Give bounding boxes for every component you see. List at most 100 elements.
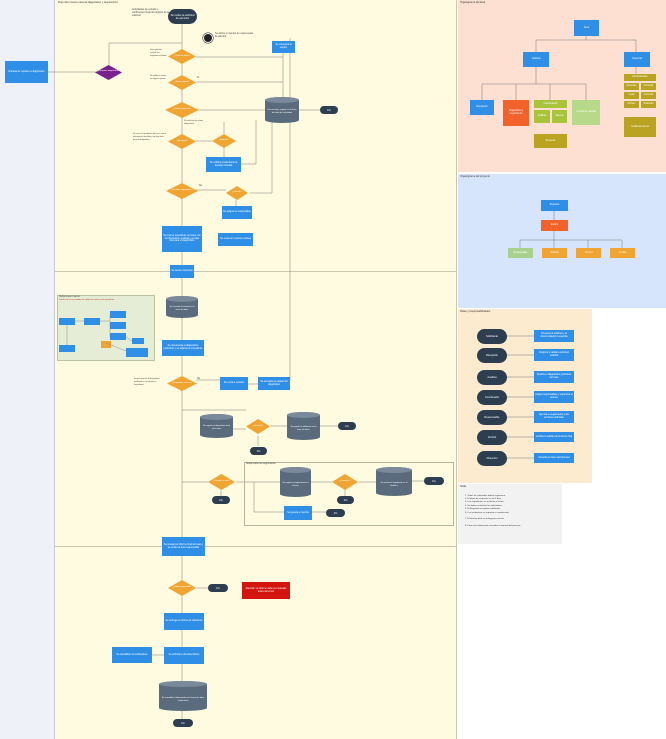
decision-9[interactable] bbox=[208, 474, 235, 490]
inset-box-8[interactable] bbox=[101, 341, 111, 348]
decision-11[interactable] bbox=[168, 580, 196, 596]
role-desc-6[interactable]: Aprueba el cierre del proceso bbox=[534, 453, 574, 463]
role-0[interactable]: Solicitante bbox=[477, 329, 507, 344]
org-n10[interactable]: Personal bbox=[641, 83, 656, 90]
inset-box-4[interactable] bbox=[110, 322, 126, 329]
org-n14[interactable]: Sistemas bbox=[641, 101, 656, 108]
step-e-box[interactable]: Se crea el expediente del caso con la in… bbox=[162, 226, 202, 252]
org-n5[interactable]: Soporte bbox=[552, 110, 567, 123]
step-a-box[interactable]: Se notifica al solicitante la decisión t… bbox=[206, 157, 241, 172]
decision-3[interactable] bbox=[165, 102, 199, 118]
role-4[interactable]: Responsable bbox=[477, 410, 507, 425]
inset-box-3[interactable] bbox=[110, 311, 126, 318]
inset-box-5[interactable] bbox=[110, 333, 126, 340]
step-g-box[interactable]: Se cierra el proceso bbox=[170, 265, 194, 278]
proj-c1[interactable]: Responsable bbox=[508, 248, 533, 258]
notes-line-3: 4. Se deben actualizar los indicadores. bbox=[465, 505, 503, 507]
org-l1b[interactable]: Gerencia bbox=[624, 52, 650, 67]
decision-5-label: ¿Requiere seguimiento? bbox=[171, 189, 193, 191]
role-1[interactable]: Recepción bbox=[477, 348, 507, 363]
database-4-label: Se guarda la validación en la base de da… bbox=[290, 426, 317, 431]
proj-c2[interactable]: Analista bbox=[542, 248, 567, 258]
org-n12[interactable]: Compras bbox=[641, 92, 656, 99]
org-root[interactable]: Área bbox=[574, 20, 599, 36]
proj-mid[interactable]: Equipo bbox=[541, 220, 568, 231]
inset-box-7[interactable] bbox=[59, 345, 75, 352]
step-n-box[interactable]: Se archiva la documentación bbox=[164, 647, 204, 664]
end-5[interactable]: Fin bbox=[337, 496, 354, 504]
decision-1-label: ¿Solicitud válida? bbox=[174, 55, 190, 57]
end-3[interactable]: Fin bbox=[250, 447, 267, 455]
org-n2[interactable]: Diagnóstico y seguimiento bbox=[503, 100, 529, 126]
role-desc-1[interactable]: Registra y valida la solicitud recibida bbox=[534, 349, 574, 361]
step-k-box[interactable]: Se genera el reporte bbox=[284, 506, 312, 520]
database-5 bbox=[280, 467, 311, 497]
decision-2-note: Se valida si existe un registro previo bbox=[150, 75, 167, 80]
step-h-box[interactable]: Se documenta el diagnóstico preliminar y… bbox=[162, 340, 204, 356]
org-l1a[interactable]: Jefatura bbox=[523, 52, 549, 67]
role-desc-5[interactable]: Verifica la calidad del informe final bbox=[534, 432, 574, 442]
decision-2[interactable] bbox=[168, 75, 196, 90]
org-n1[interactable]: Recepción bbox=[470, 100, 494, 115]
step-o-box[interactable]: Se actualizan los indicadores bbox=[112, 647, 152, 663]
database-4 bbox=[287, 412, 320, 440]
notes-line-2: 3. Los expedientes se archivan al cierre… bbox=[465, 501, 505, 503]
org-n11[interactable]: Legal bbox=[624, 92, 639, 99]
role-5[interactable]: Control bbox=[477, 430, 507, 445]
decision-2-label: ¿Existe registro? bbox=[174, 81, 190, 83]
step-j-box[interactable]: Se actualiza el estado del diagnóstico bbox=[258, 377, 290, 390]
org-n3[interactable]: Coordinación bbox=[534, 100, 567, 108]
role-2[interactable]: Analista bbox=[477, 370, 507, 385]
step-m-box[interactable]: Se entrega el informe al solicitante bbox=[164, 613, 204, 630]
inset-box-1[interactable] bbox=[59, 318, 75, 325]
org-n7[interactable]: Reportes bbox=[534, 134, 567, 148]
end-1[interactable]: Fin bbox=[320, 106, 338, 114]
step-l-box[interactable]: Se prepara el informe final del caso y s… bbox=[162, 537, 205, 556]
role-6[interactable]: Dirección bbox=[477, 451, 507, 466]
role-desc-2[interactable]: Realiza el diagnóstico preliminar del ca… bbox=[534, 371, 574, 383]
decision-5[interactable] bbox=[166, 183, 198, 199]
decision-8[interactable] bbox=[246, 419, 270, 434]
proj-c4[interactable]: Auxiliar bbox=[610, 248, 635, 258]
database-5-label: Se registra el seguimiento en la base bbox=[282, 482, 309, 487]
decision-7[interactable] bbox=[167, 376, 197, 391]
step-c-box[interactable]: Se asigna un responsable bbox=[222, 206, 252, 219]
end-8a[interactable]: Fin bbox=[208, 584, 228, 592]
end-6[interactable]: Fin bbox=[424, 477, 444, 485]
start-terminal[interactable]: Se recibe la solicitud de atención bbox=[168, 9, 197, 24]
decision-1[interactable] bbox=[168, 49, 196, 64]
end-7[interactable]: Fin bbox=[326, 509, 345, 517]
role-desc-0[interactable]: Presenta la solicitud y la documentación… bbox=[534, 330, 574, 342]
org-n9[interactable]: Finanzas bbox=[624, 83, 639, 90]
proj-c3[interactable]: Técnico bbox=[576, 248, 601, 258]
side-entry-box[interactable]: Entrada de reportes a diagnóstico bbox=[5, 61, 48, 83]
left-decision[interactable] bbox=[95, 65, 122, 80]
role-desc-3[interactable]: Asigna responsables y supervisa el avanc… bbox=[534, 391, 574, 403]
proj-root[interactable]: Proyecto bbox=[541, 200, 568, 211]
org-n13[interactable]: Archivo bbox=[624, 101, 639, 108]
decision-6[interactable] bbox=[226, 186, 248, 200]
inset-box-2[interactable] bbox=[84, 318, 100, 325]
inset-box-6[interactable] bbox=[132, 338, 144, 344]
step-d-box[interactable]: Se envía un resumen al área bbox=[218, 233, 253, 246]
step-f-box[interactable]: Se comunica al equipo bbox=[272, 41, 295, 53]
clock-note: Se define un tiempo de espera para la so… bbox=[215, 32, 254, 38]
decision-9-label: ¿Requiere acción? bbox=[213, 480, 230, 482]
org-n15[interactable]: Auditoría interna bbox=[624, 117, 656, 137]
role-3[interactable]: Coordinador bbox=[477, 390, 507, 405]
end-8[interactable]: Fin bbox=[173, 719, 193, 727]
step-i-box[interactable]: Se envía a revisión bbox=[220, 377, 248, 390]
org-n8[interactable]: Administración bbox=[624, 74, 656, 81]
decision-4b[interactable] bbox=[212, 134, 236, 148]
end-4[interactable]: Fin bbox=[212, 496, 230, 504]
decision-4[interactable] bbox=[168, 134, 196, 149]
end-2[interactable]: Fin bbox=[338, 422, 356, 430]
decision-10[interactable] bbox=[332, 474, 358, 490]
org-n4[interactable]: Análisis bbox=[534, 110, 550, 123]
inset-box-9[interactable] bbox=[126, 348, 148, 357]
database-7 bbox=[159, 681, 207, 711]
database-7-label: Se consolida la información en la base d… bbox=[161, 697, 205, 702]
org-n6[interactable]: Control de calidad bbox=[572, 100, 600, 125]
role-desc-4[interactable]: Ejecuta el seguimiento y las acciones de… bbox=[534, 411, 574, 423]
